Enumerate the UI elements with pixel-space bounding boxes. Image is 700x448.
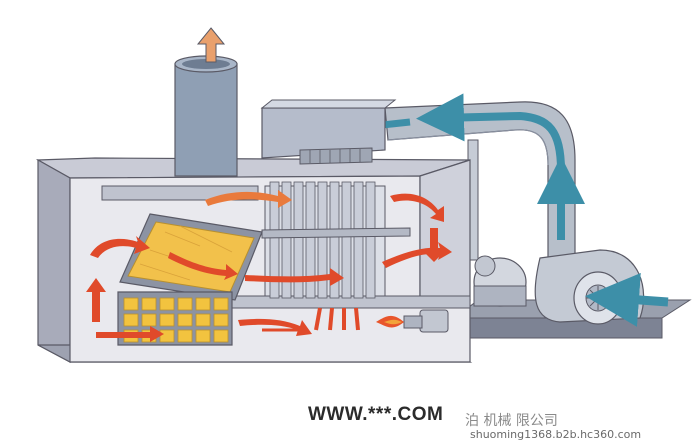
intake-box — [260, 99, 397, 165]
heat-exchanger-tubes — [261, 181, 411, 299]
flue-pipes — [314, 307, 360, 331]
watermark-company: 泊 机械 限公司 — [465, 413, 558, 429]
watermark-main: WWW.***.COM — [308, 404, 444, 425]
hot-air-flow-arrows — [86, 193, 452, 342]
up-arrow-icon — [196, 27, 226, 63]
warm-air-flow-arrows — [168, 190, 292, 280]
furnace-housing — [35, 157, 473, 363]
yellow-grid-block — [117, 291, 233, 346]
flame-icon — [376, 315, 404, 328]
chimney — [174, 55, 238, 177]
watermark-url: shuoming1368.b2b.hc360.com — [470, 428, 642, 441]
burner — [403, 309, 449, 333]
